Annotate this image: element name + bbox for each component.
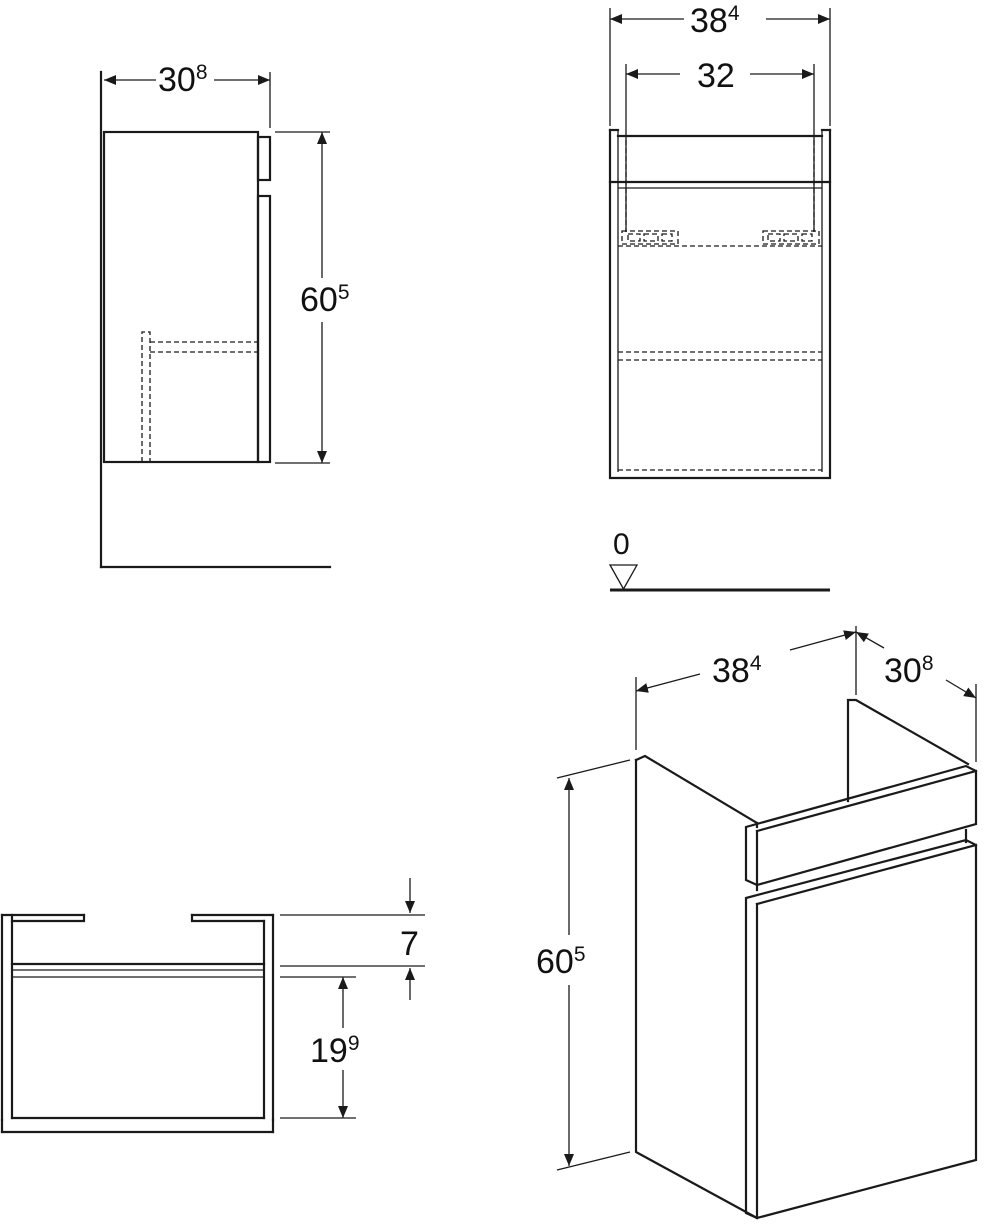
front-outer-width-label: 384 [690,2,740,40]
side-door-front [256,194,272,464]
side-view: 308 605 [99,61,350,569]
side-width-main: 30 [158,61,196,99]
iso-door [744,838,978,1220]
front-inner-width-label: 32 [697,57,735,95]
front-outer-width-sup: 4 [728,2,740,25]
iso-depth-arrow-right [945,679,977,699]
iso-left-side [634,758,759,1220]
iso-width-arrow-left [635,673,701,693]
iso-depth-arrow-left [855,631,885,649]
iso-width-sup: 4 [750,652,762,675]
floor-level-label: 0 [613,528,630,561]
iso-width-arrow-right [789,630,857,651]
front-bracket-left [621,230,679,245]
inner-height-main: 19 [310,1032,348,1070]
front-outer-frame [608,128,832,480]
iso-view: 384 308 605 [536,626,978,1220]
iso-depth-label: 308 [884,652,934,690]
iso-left-top-edge [634,754,759,825]
side-width-label: 308 [158,61,208,99]
front-bracket-right [762,230,820,245]
inner-height-label: 199 [310,1032,360,1070]
side-height-label: 605 [300,281,350,319]
side-drawer-front [256,135,272,182]
iso-back-panel [846,698,970,803]
iso-drawer-top-edge [755,769,978,833]
side-height-main: 60 [300,281,338,319]
top-section-view: 7 199 [0,878,425,1134]
iso-depth-sup: 8 [922,652,934,675]
side-hidden-shelf [141,331,258,462]
iso-height-sup: 5 [574,943,586,966]
side-width-sup: 8 [196,61,208,84]
section-top-right-inner [190,913,266,923]
side-cabinet-body [102,130,260,464]
iso-width-main: 38 [712,652,750,690]
section-top-left-inner [10,913,86,923]
iso-door-top-edge [755,843,978,906]
iso-height-ext-bottom [556,1151,631,1171]
inner-height-sup: 9 [348,1032,360,1055]
iso-depth-main: 30 [884,652,922,690]
iso-height-label: 605 [536,943,586,981]
floor-level-triangle [608,564,639,591]
front-outer-width-main: 38 [690,2,728,40]
top-height-label: 7 [400,925,419,963]
front-view: 384 32 0 [608,2,832,592]
side-height-sup: 5 [338,281,350,304]
iso-drawer-front [744,764,978,887]
iso-height-main: 60 [536,943,574,981]
iso-height-ext-top [556,759,631,779]
iso-width-label: 384 [712,652,762,690]
